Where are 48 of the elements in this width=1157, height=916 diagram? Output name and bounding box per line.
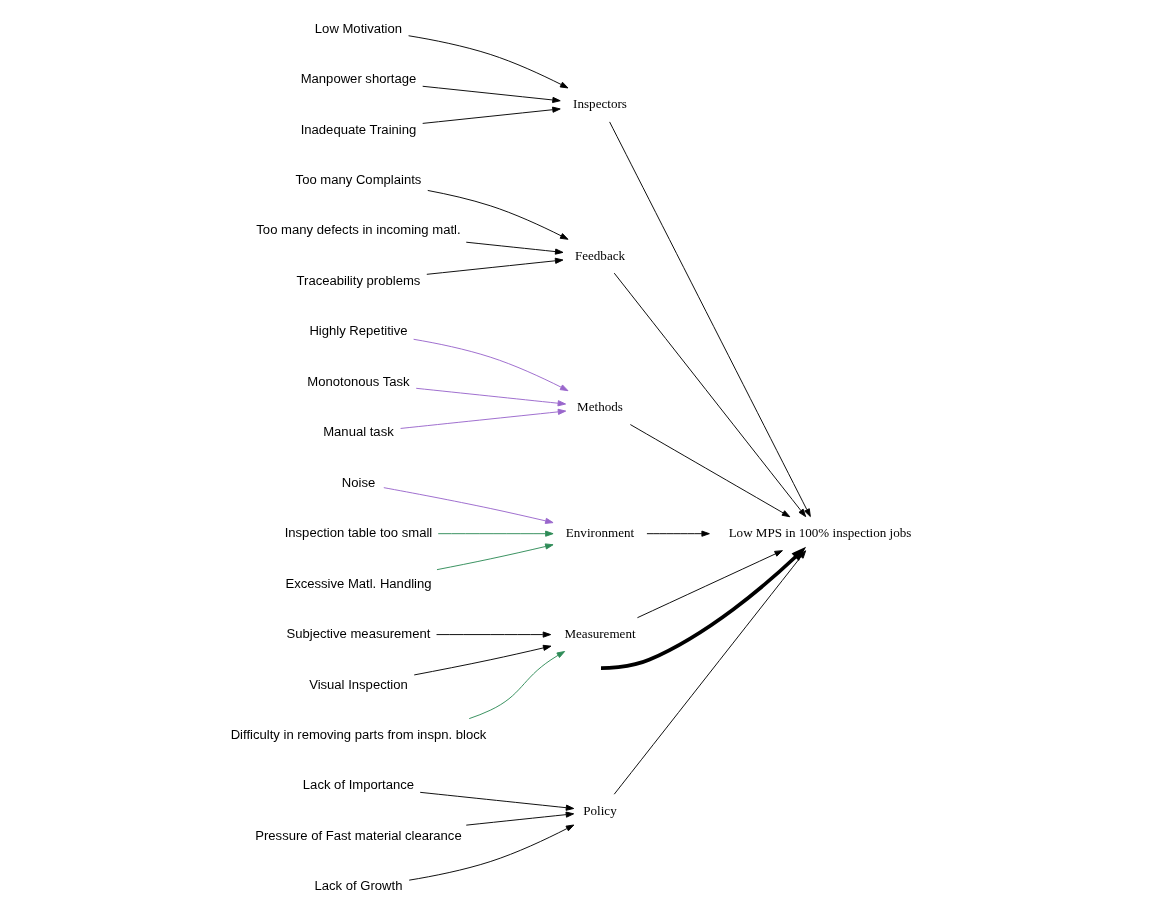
arrow — [415, 387, 567, 407]
node-text: Inspectors — [573, 96, 627, 112]
node-text: Environment — [565, 525, 635, 541]
arrow — [426, 257, 564, 275]
arrow — [413, 644, 552, 676]
arrow — [413, 338, 569, 392]
node-text: Traceability problems — [296, 272, 421, 288]
arrow — [400, 408, 567, 429]
arrow — [437, 530, 554, 537]
arrow — [646, 530, 710, 537]
node-text: Methods — [577, 399, 623, 414]
node-text: Manual task — [323, 424, 394, 440]
arrow — [609, 121, 811, 517]
node-text: Low Motivation — [314, 20, 403, 36]
arrow — [613, 272, 807, 518]
arrow — [422, 106, 561, 124]
arrow — [383, 487, 554, 524]
node-text: Noise — [341, 474, 376, 490]
arrow — [465, 811, 575, 826]
node-text: Too many Complaints — [295, 171, 422, 187]
node-text: Manpower shortage — [300, 71, 417, 87]
node-text: Excessive Matl. Handling — [285, 575, 432, 591]
arrow — [636, 550, 783, 619]
node-text: Policy — [583, 802, 617, 818]
node-text: Inadequate Training — [300, 121, 417, 137]
arrow — [465, 241, 564, 255]
arrow — [436, 631, 552, 638]
node-text: Measurement — [564, 626, 636, 642]
node-text: Subjective measurement — [286, 626, 431, 642]
node-text: Low MPS in 100% inspection jobs — [728, 525, 912, 541]
arrow — [408, 35, 569, 89]
arrow — [427, 190, 569, 240]
node-text: Feedback — [574, 247, 626, 263]
node-text: Highly Repetitive — [309, 323, 408, 339]
node-text: Lack of Growth — [314, 878, 403, 894]
node-text: Pressure of Fast material clearance — [255, 827, 462, 843]
arrow — [629, 424, 791, 518]
arrow — [468, 651, 566, 720]
node-text: Visual Inspection — [309, 676, 408, 692]
arrow — [436, 543, 554, 571]
node-text: Inspection table too small — [284, 525, 433, 541]
arrow — [419, 791, 575, 811]
arrow — [408, 824, 575, 881]
arrow — [422, 85, 561, 104]
node-text: Difficulty in removing parts from inspn. block — [230, 726, 487, 742]
node-text: Too many defects in incoming matl. — [256, 222, 461, 238]
node-text: Monotonous Task — [307, 373, 410, 389]
node-text: Lack of Importance — [302, 777, 415, 793]
